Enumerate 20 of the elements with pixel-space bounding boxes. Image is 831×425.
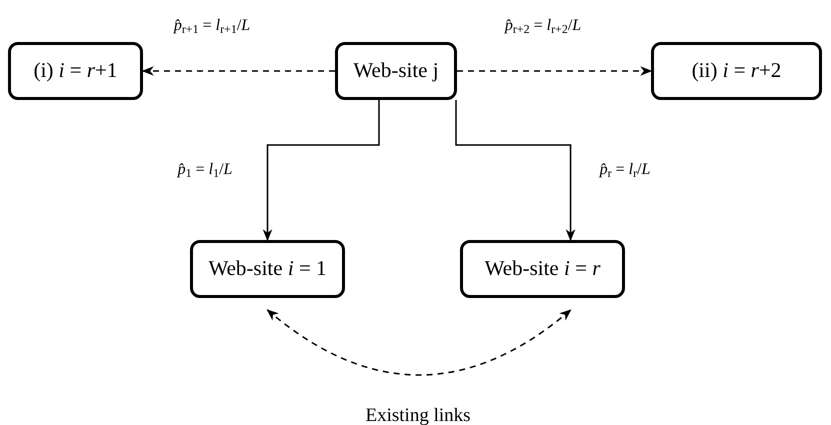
arrow	[457, 66, 652, 76]
process-box	[190, 240, 345, 298]
process-box	[460, 240, 625, 298]
edge-label: Existing links	[365, 404, 471, 425]
box-label: Web-site i = r	[484, 255, 600, 282]
box-label: (ii) i = r+2	[692, 57, 782, 84]
edge-label: p̂$_{r+1}$ = l$_{r+1}$/L	[174, 16, 250, 38]
process-box	[8, 42, 143, 100]
edge-label: p̂$_{r}$ = l$_{r}$/L	[600, 160, 650, 182]
arrow	[262, 100, 380, 242]
edge-label: p̂$_{r+2}$ = l$_{r+2}$/L	[504, 16, 582, 38]
arrow	[266, 309, 572, 376]
box-label: Web-site i = 1	[208, 255, 327, 282]
process-box	[335, 42, 457, 100]
process-box	[651, 42, 822, 100]
arrow	[455, 100, 576, 242]
box-label: (i) i = r+1	[34, 57, 118, 84]
box-label: Web-site j	[353, 57, 439, 84]
edge-label: p̂$_{1}$ = l$_{1}$/L	[178, 160, 232, 182]
arrow	[142, 66, 335, 76]
